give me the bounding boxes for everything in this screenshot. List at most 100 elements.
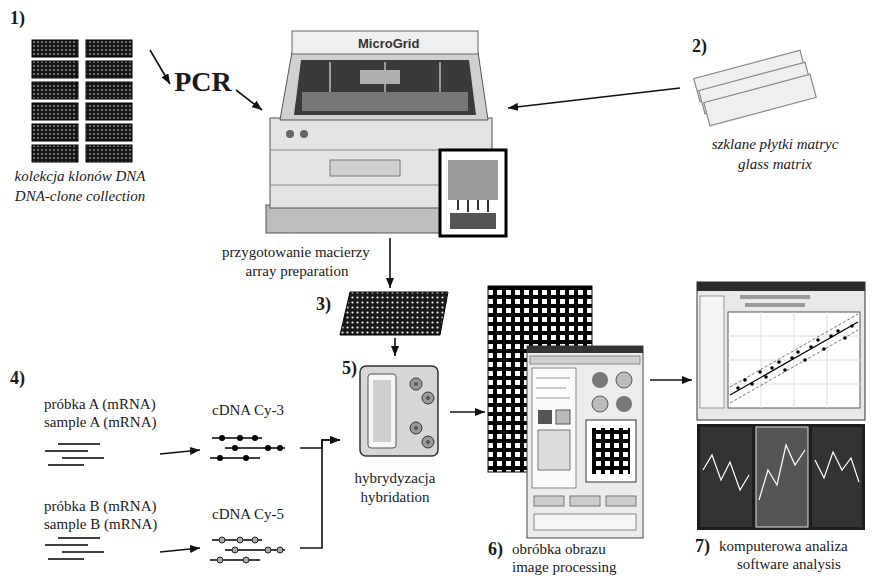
image-processing-screens xyxy=(532,368,576,488)
hybridization-chamber xyxy=(410,378,422,390)
arrayer-machine xyxy=(280,52,488,120)
node-label: komputerowa analiza xyxy=(719,538,848,555)
analysis-screens xyxy=(803,358,807,362)
step-label: przygotowanie macierzy xyxy=(222,244,370,261)
analysis-screens xyxy=(783,368,787,372)
image-processing-screens xyxy=(538,430,570,470)
cdna-cy5: cDNA Cy-5 xyxy=(200,500,300,572)
analysis-screens xyxy=(700,427,752,527)
analysis-screens xyxy=(740,295,810,299)
flow-arrow xyxy=(300,440,340,548)
cdna-cy5-molecules xyxy=(217,557,223,563)
arrayer-machine xyxy=(467,200,469,212)
node-label: cDNA Cy-5 xyxy=(212,506,284,523)
hybridization-chamber xyxy=(426,396,430,400)
analysis-screens xyxy=(822,347,826,351)
analysis-screens xyxy=(759,445,805,500)
clone-plates xyxy=(32,40,78,57)
cdna-cy5-molecules xyxy=(243,557,249,563)
callout-number: 5) xyxy=(342,358,357,379)
node-label: kolekcja klonów DNA xyxy=(15,168,146,185)
analysis-screens xyxy=(761,312,762,408)
analysis-screens xyxy=(728,312,860,408)
analysis-screens xyxy=(836,329,840,333)
analysis-screens xyxy=(809,345,813,349)
arrayer-machine xyxy=(477,200,479,210)
clone-plates xyxy=(86,145,132,162)
analysis-screens xyxy=(815,452,859,482)
callout-number: 1) xyxy=(10,8,25,29)
analysis-screens xyxy=(827,312,828,408)
cdna-cy3-molecules xyxy=(277,445,283,451)
cdna-cy5-molecules xyxy=(217,537,283,563)
clone-plates xyxy=(32,124,78,141)
flow-arrow xyxy=(450,411,485,413)
arrayer-machine xyxy=(300,130,308,138)
arrayer-machine xyxy=(487,200,489,212)
analysis-screens xyxy=(730,330,858,403)
microarray-slide xyxy=(340,292,448,335)
node-label: obróbka obrazu xyxy=(512,541,606,558)
clone-plates xyxy=(32,145,78,162)
cdna-cy5-molecules xyxy=(219,537,225,543)
cdna-cy3-molecules xyxy=(210,438,285,458)
analysis-screens xyxy=(730,314,858,387)
image-processing-screens xyxy=(606,496,636,506)
image-processing-screens xyxy=(592,372,608,388)
sample-b: próbka B (mRNA)sample B (mRNA) xyxy=(40,496,160,576)
clone-plates xyxy=(32,103,78,120)
flow-arrow xyxy=(508,88,680,108)
flow-arrow xyxy=(160,548,200,552)
clone-plates xyxy=(86,61,132,78)
flow-arrow xyxy=(389,238,391,288)
microarray: 3) xyxy=(310,288,450,338)
arrayer-machine xyxy=(457,200,459,210)
arrayer-robot: MicroGrid xyxy=(262,25,508,238)
analysis-screens xyxy=(756,427,808,527)
cdna-cy5-molecules xyxy=(252,537,258,543)
analysis-screens xyxy=(777,360,781,364)
image-processing-screens xyxy=(592,428,630,474)
flow-arrow xyxy=(236,90,262,110)
image-processing-screens xyxy=(534,514,636,530)
mrna-strands xyxy=(58,443,100,445)
analysis-screens xyxy=(736,324,854,390)
hybridization-chamber xyxy=(410,422,422,434)
mrna-strands xyxy=(62,551,104,553)
image-processing-screens xyxy=(527,346,643,353)
clone-plates xyxy=(32,40,132,162)
image-processing-screens xyxy=(536,388,566,389)
clone-plates xyxy=(86,82,132,99)
clone-plates xyxy=(86,40,132,57)
mrna-strands xyxy=(58,537,100,539)
node-label: cDNA Cy-3 xyxy=(212,402,284,419)
analysis-screens xyxy=(758,370,762,374)
analysis-screens xyxy=(796,350,800,354)
cdna-cy3-molecules xyxy=(217,435,283,461)
mrna-strands xyxy=(62,457,104,459)
analysis-screens xyxy=(790,356,794,360)
sample-a: próbka A (mRNA)sample A (mRNA) xyxy=(40,394,160,474)
node-label: szklane płytki matryc xyxy=(712,136,839,153)
callout-number: 2) xyxy=(692,36,707,57)
analysis-screens xyxy=(700,296,724,408)
cdna-cy3-molecules xyxy=(210,435,285,461)
clone-plates xyxy=(32,82,78,99)
analysis-screens xyxy=(730,322,858,395)
arrayer-machine xyxy=(329,62,331,92)
software-analysis: 7)komputerowa analizasoftware analysis xyxy=(692,280,868,578)
hybridization-chamber xyxy=(422,436,434,448)
hybridization-chamber xyxy=(360,366,438,456)
mrna-strands xyxy=(45,544,88,546)
node-label: MicroGrid xyxy=(358,37,419,52)
analysis-screens xyxy=(794,312,795,408)
cdna-cy3-molecules xyxy=(232,445,238,451)
hybridization-chamber xyxy=(373,380,391,442)
node-label: próbka A (mRNA) xyxy=(44,396,156,413)
analysis-screens xyxy=(816,338,820,342)
node-label: hybrydyzacja xyxy=(355,470,436,487)
glass-slides: 2)szklane płytki matrycglass matrix xyxy=(680,34,862,176)
hybridization-chamber xyxy=(426,440,430,444)
flow-arrow xyxy=(160,450,200,454)
